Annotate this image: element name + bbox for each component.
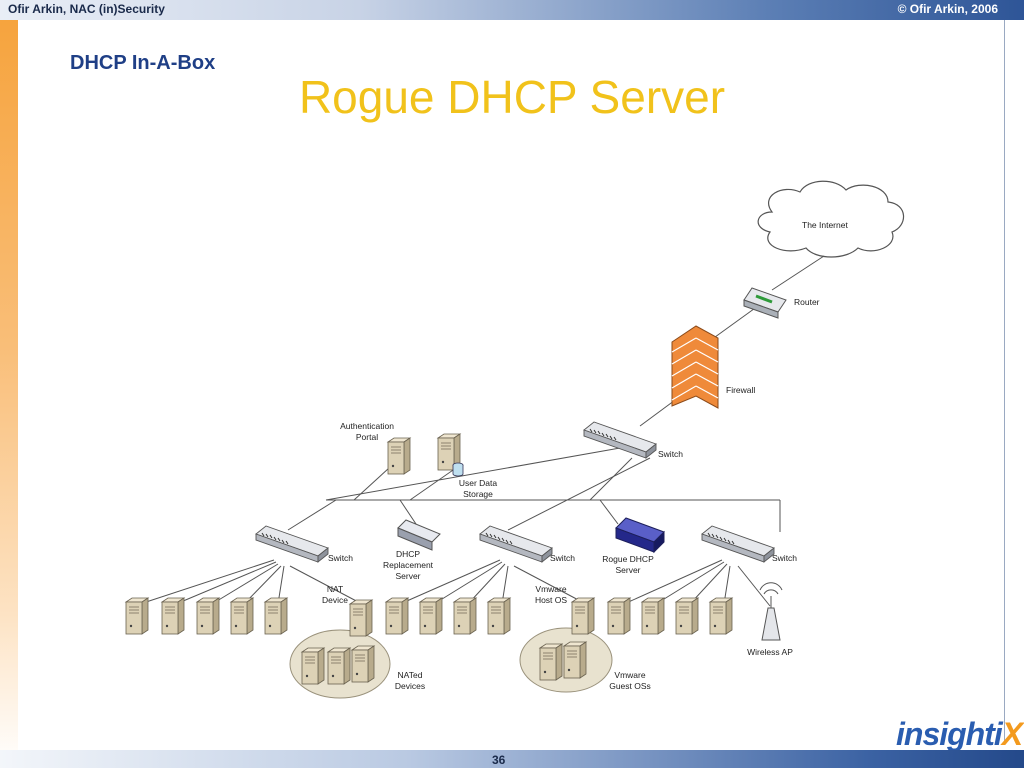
- nat-device-icon: [349, 599, 373, 637]
- left-accent-bar: [0, 0, 18, 768]
- firewall-label: Firewall: [726, 385, 755, 395]
- database-icon: [452, 462, 464, 477]
- firewall-icon: [671, 325, 719, 409]
- nated-devices-label-2: Devices: [395, 681, 425, 691]
- nated-devices-label-1: NATed: [398, 670, 423, 680]
- vmware-host-label-2: Host OS: [535, 595, 567, 605]
- pc-icon: [419, 597, 443, 635]
- wireless-ap-label: Wireless AP: [747, 647, 793, 657]
- user-data-label-2: Storage: [463, 489, 493, 499]
- dhcp-replacement-label-3: Server: [395, 571, 420, 581]
- header-author: Ofir Arkin, NAC (in)Security: [8, 2, 165, 16]
- slide-frame-line: [1004, 20, 1005, 745]
- auth-portal-label-2: Portal: [356, 432, 378, 442]
- header-copyright: © Ofir Arkin, 2006: [897, 2, 998, 16]
- pc-icon: [196, 597, 220, 635]
- vmware-guest-label-1: Vmware: [614, 670, 645, 680]
- pc-icon: [709, 597, 733, 635]
- nat-device-label-2: Device: [322, 595, 348, 605]
- nated-device-icon: [327, 647, 351, 685]
- switch-left-icon: [255, 525, 329, 563]
- switch-right-icon: [701, 525, 775, 563]
- internet-label: The Internet: [802, 220, 848, 230]
- vmware-guest-label-2: Guest OSs: [609, 681, 651, 691]
- rogue-dhcp-icon: [615, 517, 665, 554]
- pc-icon: [125, 597, 149, 635]
- pc-icon: [230, 597, 254, 635]
- pc-icon: [607, 597, 631, 635]
- footer-bar: [0, 750, 1024, 768]
- user-data-label-1: User Data: [459, 478, 498, 488]
- router-label: Router: [794, 297, 820, 307]
- page-number: 36: [492, 753, 506, 767]
- pc-icon: [385, 597, 409, 635]
- pc-icon: [487, 597, 511, 635]
- vmware-guest-icon: [539, 643, 563, 681]
- switch-left-label: Switch: [328, 553, 353, 563]
- auth-portal-label-1: Authentication: [340, 421, 394, 431]
- pc-icon: [264, 597, 288, 635]
- switch-mid-label: Switch: [550, 553, 575, 563]
- nated-device-icon: [351, 645, 375, 683]
- dhcp-replacement-icon: [397, 519, 441, 551]
- rogue-dhcp-label-2: Server: [615, 565, 640, 575]
- switch-mid-icon: [479, 525, 553, 563]
- logo-accent: X: [1001, 716, 1023, 752]
- internet-cloud: [757, 180, 905, 258]
- pc-icon: [161, 597, 185, 635]
- rogue-dhcp-label-1: Rogue DHCP: [602, 554, 654, 564]
- router-icon: [743, 287, 787, 319]
- pc-icon: [641, 597, 665, 635]
- dhcp-replacement-label-1: DHCP: [396, 549, 420, 559]
- pc-icon: [453, 597, 477, 635]
- slide-subtitle: DHCP In-A-Box: [70, 52, 216, 74]
- slide-title: Rogue DHCP Server: [298, 71, 726, 123]
- insightix-logo: insightiX: [896, 716, 1023, 753]
- header-bar: [0, 0, 1024, 20]
- auth-portal-server-icon: [387, 437, 411, 475]
- switch-right-label: Switch: [772, 553, 797, 563]
- nated-device-icon: [301, 647, 325, 685]
- core-switch-label: Switch: [658, 449, 683, 459]
- pc-icon: [675, 597, 699, 635]
- vmware-host-icon: [571, 597, 595, 635]
- vmware-guest-icon: [563, 641, 587, 679]
- wireless-ap-icon: [759, 582, 783, 641]
- dhcp-replacement-label-2: Replacement: [383, 560, 434, 570]
- nat-device-label-1: NAT: [327, 584, 343, 594]
- connection-lines: [139, 255, 825, 607]
- logo-text: insighti: [896, 716, 1003, 752]
- vmware-host-label-1: Vmware: [535, 584, 566, 594]
